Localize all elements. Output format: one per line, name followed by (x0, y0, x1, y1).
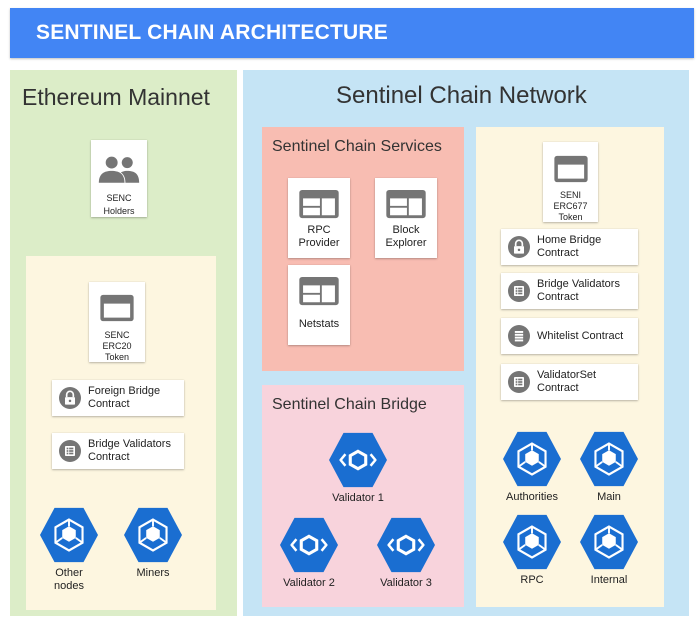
internal-node: Internal (574, 513, 644, 587)
other-nodes-label: Other nodes (54, 567, 84, 592)
lock-icon (59, 387, 81, 409)
hexagon-icon (375, 516, 437, 574)
sentinel-chain-network-zone: Sentinel Chain Network Sentinel Chain Se… (243, 70, 689, 616)
sentinel-chain-bridge-panel: Sentinel Chain Bridge Validator 1 Valida… (262, 385, 464, 607)
foreign-bridge-contract-label: Foreign Bridge Contract (88, 385, 161, 410)
ethereum-mainnet-title: Ethereum Mainnet (22, 84, 210, 110)
main-node: Main (574, 430, 644, 504)
rpc-label: RPC (520, 574, 544, 586)
home-bridge-contract-card: Home Bridge Contract (501, 229, 638, 265)
web-icon (298, 276, 340, 306)
netstats-label: Netstats (298, 318, 340, 330)
main-label: Main (597, 491, 621, 503)
cube-icon (578, 430, 640, 488)
bridge-validators-contract-card: Bridge Validators Contract (52, 433, 184, 469)
validator-3-label: Validator 3 (380, 577, 432, 589)
internal-label: Internal (590, 574, 628, 586)
cube-icon (122, 506, 184, 564)
list-icon (508, 371, 530, 393)
validator-1-node: Validator 1 (318, 431, 398, 505)
diagram-title: SENTINEL CHAIN ARCHITECTURE (36, 21, 388, 44)
web-icon (385, 189, 427, 219)
miners-node: Miners (120, 506, 186, 580)
ethereum-mainnet-zone: Ethereum Mainnet SENC Holders SENC ERC20… (10, 70, 237, 616)
foreign-bridge-contract-card: Foreign Bridge Contract (52, 380, 184, 416)
cube-icon (38, 506, 100, 564)
sentinel-chain-bridge-title: Sentinel Chain Bridge (272, 396, 427, 413)
seni-erc677-token-label: SENI ERC677 Token (553, 190, 588, 222)
card-icon (99, 294, 135, 322)
netstats-card: Netstats (288, 265, 350, 345)
validator-2-node: Validator 2 (269, 516, 349, 590)
people-icon (97, 154, 141, 184)
bridge-validators-contract-label-sentinel: Bridge Validators Contract (537, 278, 620, 303)
validatorset-contract-card: ValidatorSet Contract (501, 364, 638, 400)
stack-icon (508, 325, 530, 347)
hexagon-icon (327, 431, 389, 489)
cube-icon (578, 513, 640, 571)
whitelist-contract-card: Whitelist Contract (501, 318, 638, 354)
block-explorer-label: Block Explorer (385, 224, 427, 249)
rpc-node: RPC (497, 513, 567, 587)
list-icon (508, 280, 530, 302)
home-bridge-contract-label: Home Bridge Contract (537, 234, 602, 259)
authorities-node: Authorities (497, 430, 567, 504)
lock-icon (508, 236, 530, 258)
senc-holders-label: SENC Holders (103, 193, 135, 216)
card-icon (553, 155, 589, 183)
senc-erc20-token-label: SENC ERC20 Token (102, 330, 132, 362)
bridge-validators-contract-label: Bridge Validators Contract (88, 438, 171, 463)
cube-icon (501, 430, 563, 488)
seni-erc677-token-card: SENI ERC677 Token (543, 142, 598, 222)
bridge-validators-contract-card-sentinel: Bridge Validators Contract (501, 273, 638, 309)
validator-1-label: Validator 1 (332, 492, 384, 504)
sentinel-chain-services-title: Sentinel Chain Services (272, 138, 442, 155)
senc-erc20-token-card: SENC ERC20 Token (89, 282, 145, 362)
sentinel-contracts-panel: SENI ERC677 Token Home Bridge Contract B… (476, 127, 664, 607)
senc-holders-card: SENC Holders (91, 140, 147, 217)
sentinel-chain-network-title: Sentinel Chain Network (336, 82, 587, 109)
diagram-title-banner: SENTINEL CHAIN ARCHITECTURE (10, 8, 694, 58)
validator-2-label: Validator 2 (283, 577, 335, 589)
rpc-provider-label: RPC Provider (298, 224, 340, 249)
list-icon (59, 440, 81, 462)
validator-3-node: Validator 3 (366, 516, 446, 590)
cube-icon (501, 513, 563, 571)
sentinel-chain-services-panel: Sentinel Chain Services RPC Provider Blo… (262, 127, 464, 371)
miners-label: Miners (136, 567, 170, 579)
block-explorer-card: Block Explorer (375, 178, 437, 258)
whitelist-contract-label: Whitelist Contract (537, 329, 624, 342)
rpc-provider-card: RPC Provider (288, 178, 350, 258)
ethereum-contracts-panel: SENC ERC20 Token Foreign Bridge Contract… (26, 256, 216, 610)
validatorset-contract-label: ValidatorSet Contract (537, 369, 597, 394)
authorities-label: Authorities (506, 491, 558, 503)
web-icon (298, 189, 340, 219)
other-nodes-node: Other nodes (36, 506, 102, 593)
hexagon-icon (278, 516, 340, 574)
